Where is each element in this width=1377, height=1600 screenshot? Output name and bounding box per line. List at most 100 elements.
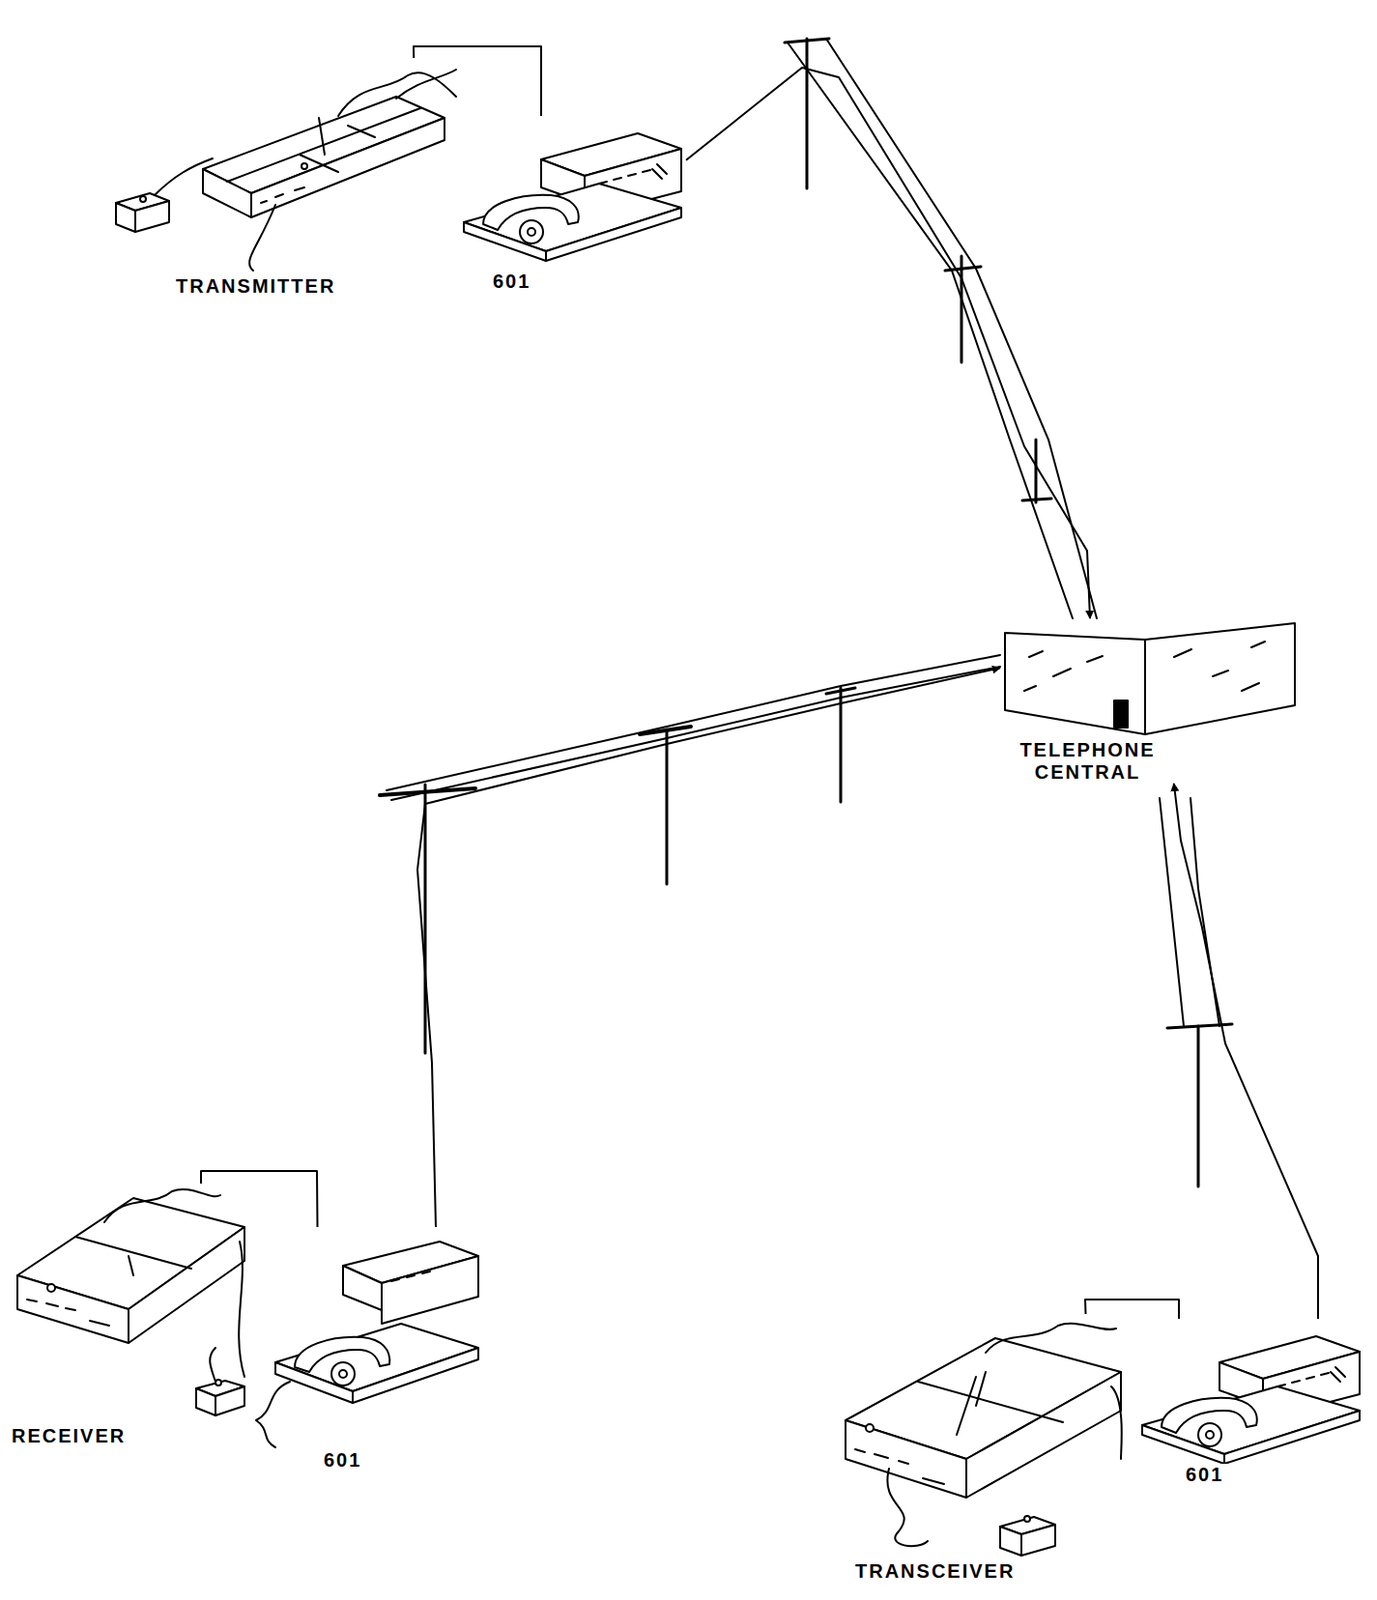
device-detail <box>104 1189 221 1223</box>
device-illustration <box>1000 618 1300 740</box>
device-label: RECEIVER <box>11 1425 126 1448</box>
pole <box>839 688 843 803</box>
device-illustration <box>106 57 464 276</box>
device-label-row: RECEIVER <box>7 1425 250 1448</box>
device-face <box>202 169 252 218</box>
device-detail <box>260 187 305 203</box>
device-detail <box>956 1377 976 1435</box>
device-detail <box>238 1241 245 1377</box>
device-detail <box>154 158 213 196</box>
device-detail <box>75 1236 192 1269</box>
device-detail <box>128 1256 134 1276</box>
device-node: TRANSCEIVER <box>831 1314 1131 1583</box>
device-detail <box>318 117 325 155</box>
knob <box>215 1379 222 1386</box>
device-detail <box>256 1381 290 1448</box>
device-detail <box>922 1478 945 1485</box>
wire-connector <box>417 667 1001 1228</box>
device-node: TELEPHONE CENTRAL <box>1000 618 1300 784</box>
device-label-row: 601 <box>1132 1463 1365 1487</box>
knob <box>1198 1423 1222 1447</box>
knob <box>47 1284 56 1292</box>
device-detail <box>599 170 651 184</box>
device-detail <box>1111 1386 1122 1460</box>
device-node: 601 <box>246 1227 484 1472</box>
device-face <box>343 1265 382 1311</box>
device-label: 601 <box>492 270 531 293</box>
device-label: TRANSCEIVER <box>855 1560 1015 1583</box>
device-detail <box>975 1372 986 1406</box>
wire-connector <box>200 1171 318 1228</box>
device-detail <box>89 1320 110 1326</box>
device-label-row: TRANSMITTER <box>106 275 464 298</box>
knob <box>1024 1516 1031 1522</box>
device-label: 601 <box>323 1449 362 1472</box>
device-face <box>381 1256 479 1324</box>
knob <box>331 1362 355 1386</box>
device-face <box>115 202 136 232</box>
device-face <box>215 1386 245 1416</box>
wire <box>391 666 1001 801</box>
device-detail <box>227 108 421 182</box>
device-detail <box>1330 1367 1346 1382</box>
pole <box>665 729 669 885</box>
pole <box>805 38 809 189</box>
device-detail <box>209 1348 216 1382</box>
device-detail <box>1277 1373 1329 1387</box>
device-detail <box>27 1299 76 1311</box>
door <box>1114 700 1128 728</box>
device-face <box>1000 1526 1022 1556</box>
device-detail <box>249 204 276 271</box>
device-detail <box>347 125 375 138</box>
device-detail <box>652 164 667 179</box>
device-node: TRANSMITTER <box>106 57 464 298</box>
device-detail <box>887 1468 928 1547</box>
device-face <box>1004 632 1146 735</box>
device-detail <box>855 1449 909 1464</box>
device-label: 601 <box>1185 1463 1224 1487</box>
device-illustration <box>831 1314 1131 1561</box>
device-face <box>17 1275 129 1344</box>
device-illustration <box>454 115 687 271</box>
device-label-row: TELEPHONE CENTRAL <box>1000 739 1300 784</box>
wire-connector <box>686 67 1091 619</box>
device-label: TELEPHONE CENTRAL <box>1007 739 1168 784</box>
device-face <box>352 1348 479 1404</box>
pole <box>1034 439 1038 503</box>
device-detail <box>391 1271 431 1282</box>
device-label-row: 601 <box>246 1449 484 1472</box>
crossarm <box>784 38 830 43</box>
device-detail <box>299 154 339 173</box>
device-label-row: TRANSCEIVER <box>831 1560 1131 1583</box>
wire-connector <box>1174 783 1319 1320</box>
device-node: 601 <box>1132 1319 1365 1487</box>
wire-connector <box>1085 1299 1179 1320</box>
device-face <box>845 1420 967 1498</box>
pole <box>424 784 428 1054</box>
device-label: TRANSMITTER <box>175 275 336 298</box>
device-face <box>1145 623 1295 735</box>
device-illustration <box>7 1183 250 1426</box>
wire <box>386 655 1001 791</box>
device-face <box>128 1227 245 1344</box>
device-node: 601 <box>454 115 687 293</box>
device-face <box>1021 1524 1056 1556</box>
crossarm <box>1022 498 1052 501</box>
device-illustration <box>1132 1319 1365 1464</box>
knob <box>301 163 308 170</box>
device-detail <box>396 69 457 99</box>
knob <box>1205 1431 1214 1439</box>
device-face <box>135 200 170 232</box>
knob <box>865 1424 874 1433</box>
knob <box>527 228 536 236</box>
wire <box>826 38 1097 619</box>
device-illustration <box>246 1227 484 1450</box>
device-detail <box>918 1381 1063 1423</box>
device-face <box>196 1388 216 1416</box>
knob <box>140 196 146 202</box>
pole <box>1197 1026 1201 1187</box>
device-node: RECEIVER <box>7 1183 250 1448</box>
